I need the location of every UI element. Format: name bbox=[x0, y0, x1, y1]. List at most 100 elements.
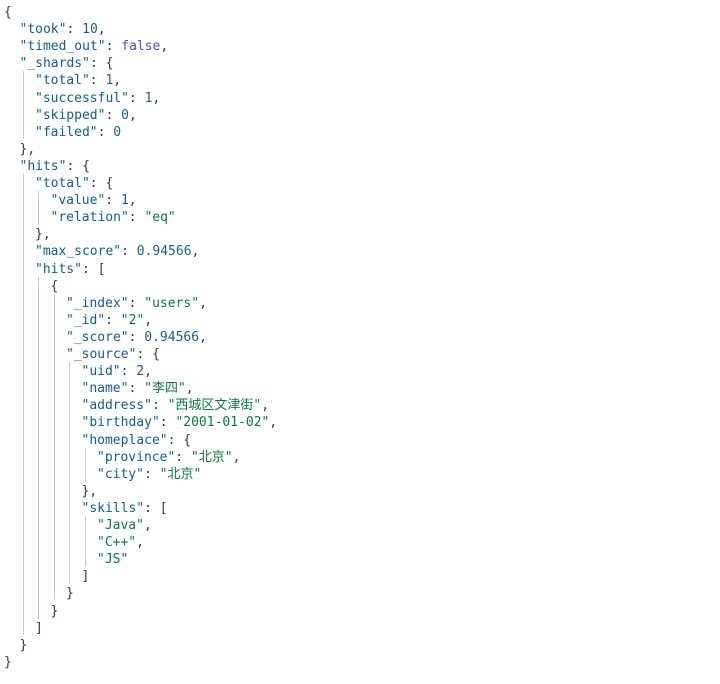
json-punctuation: : { bbox=[136, 347, 160, 362]
json-line: "_score": 0.94566, bbox=[66, 329, 207, 346]
json-punctuation: : bbox=[120, 364, 137, 380]
json-line: }, bbox=[82, 483, 98, 500]
json-number-value: 1 bbox=[105, 73, 114, 89]
indent-guide-line bbox=[84, 447, 86, 482]
json-line: "_index": "users", bbox=[66, 295, 207, 312]
indent-guide-line bbox=[22, 71, 24, 140]
json-key: "total" bbox=[35, 73, 90, 89]
indent-guide-line bbox=[38, 276, 39, 619]
indent-guide-line bbox=[22, 174, 24, 636]
json-string-value: "2" bbox=[120, 312, 145, 328]
json-punctuation: , bbox=[185, 381, 194, 397]
json-punctuation: ] bbox=[35, 620, 43, 636]
json-line: }, bbox=[20, 141, 36, 158]
json-line: { bbox=[51, 278, 59, 295]
json-punctuation: : bbox=[105, 39, 122, 55]
json-punctuation: : { bbox=[167, 432, 192, 448]
json-punctuation: : bbox=[128, 295, 145, 311]
json-line: "province": "北京", bbox=[97, 449, 240, 466]
json-punctuation: , bbox=[128, 107, 137, 123]
json-line: "hits": [ bbox=[35, 261, 105, 278]
json-punctuation: : bbox=[105, 193, 121, 209]
json-line: }, bbox=[35, 226, 51, 243]
json-line: "Java", bbox=[97, 517, 152, 534]
json-key: "took" bbox=[19, 22, 67, 38]
json-line: "skills": [ bbox=[82, 500, 168, 517]
json-string-value: "西城区文津街" bbox=[167, 398, 262, 414]
json-key: "birthday" bbox=[81, 415, 160, 431]
json-line: ] bbox=[82, 568, 90, 585]
json-number-value: 0.94566 bbox=[136, 244, 192, 260]
json-punctuation: : { bbox=[89, 176, 114, 191]
json-punctuation: : bbox=[66, 22, 83, 38]
json-string-value: "C++" bbox=[97, 535, 137, 551]
json-punctuation: : { bbox=[89, 56, 114, 72]
json-number-value: 1 bbox=[144, 90, 153, 106]
json-line: "birthday": "2001-01-02", bbox=[82, 414, 278, 431]
json-number-value: 10 bbox=[82, 22, 98, 38]
indent-guide-line bbox=[69, 362, 70, 585]
json-string-value: "北京" bbox=[159, 466, 202, 482]
json-line: "total": { bbox=[35, 175, 113, 192]
json-key: "_index" bbox=[66, 295, 129, 311]
json-line: "failed": 0 bbox=[35, 124, 121, 141]
json-punctuation: ] bbox=[81, 569, 90, 585]
json-punctuation: : bbox=[151, 398, 168, 414]
json-punctuation: , bbox=[136, 535, 144, 551]
json-punctuation: : bbox=[128, 381, 145, 397]
json-punctuation: , bbox=[191, 244, 200, 260]
json-line: "JS" bbox=[97, 551, 128, 568]
json-punctuation: , bbox=[269, 415, 278, 431]
json-string-value: "2001-01-02" bbox=[175, 415, 270, 431]
json-key: "hits" bbox=[19, 158, 67, 174]
json-key: "homeplace" bbox=[81, 432, 168, 448]
indent-guide-line bbox=[53, 293, 55, 602]
json-key: "_source" bbox=[66, 347, 137, 362]
json-line: "name": "李四", bbox=[82, 380, 194, 397]
json-punctuation: , bbox=[144, 364, 152, 380]
json-line: "_source": { bbox=[66, 346, 160, 363]
json-key: "province" bbox=[97, 449, 176, 465]
json-punctuation: : bbox=[105, 312, 121, 328]
json-line: "city": "北京" bbox=[97, 466, 201, 483]
json-line: "relation": "eq" bbox=[51, 209, 176, 226]
json-punctuation: }, bbox=[35, 227, 51, 243]
json-punctuation: , bbox=[160, 39, 169, 55]
json-key: "timed_out" bbox=[19, 39, 106, 55]
json-key: "_shards" bbox=[19, 56, 90, 72]
json-punctuation: : bbox=[105, 107, 122, 123]
json-line: "address": "西城区文津街", bbox=[82, 397, 270, 414]
json-number-value: 0 bbox=[113, 124, 122, 140]
json-line: } bbox=[4, 654, 12, 671]
json-line: "skipped": 0, bbox=[35, 107, 137, 124]
json-line: "homeplace": { bbox=[82, 432, 192, 449]
json-punctuation: , bbox=[97, 22, 106, 38]
json-line: "value": 1, bbox=[51, 192, 137, 209]
json-line: "C++", bbox=[97, 534, 144, 551]
json-string-value: "Java" bbox=[97, 518, 144, 533]
json-line: "hits": { bbox=[20, 158, 90, 175]
json-number-value: 1 bbox=[120, 193, 129, 209]
json-punctuation: : bbox=[89, 73, 106, 89]
json-punctuation: { bbox=[4, 5, 12, 20]
json-string-value: "北京" bbox=[190, 449, 233, 465]
json-key: "name" bbox=[81, 381, 129, 397]
json-boolean-value: false bbox=[121, 39, 161, 55]
json-punctuation: : bbox=[121, 244, 137, 260]
json-key: "_score" bbox=[66, 329, 129, 345]
json-line: "_shards": { bbox=[20, 55, 114, 72]
json-punctuation: , bbox=[152, 90, 161, 106]
json-key: "value" bbox=[50, 193, 106, 209]
json-line: "took": 10, bbox=[20, 21, 106, 38]
json-string-value: "JS" bbox=[97, 552, 129, 568]
json-key: "skills" bbox=[81, 500, 145, 516]
json-key: "total" bbox=[35, 176, 90, 191]
json-punctuation: : bbox=[128, 329, 145, 345]
json-key: "failed" bbox=[35, 124, 98, 140]
json-punctuation: , bbox=[144, 312, 153, 328]
json-punctuation: : bbox=[97, 124, 114, 140]
json-line: } bbox=[66, 585, 74, 602]
indent-guide-line bbox=[84, 516, 86, 568]
json-punctuation: , bbox=[143, 518, 152, 533]
